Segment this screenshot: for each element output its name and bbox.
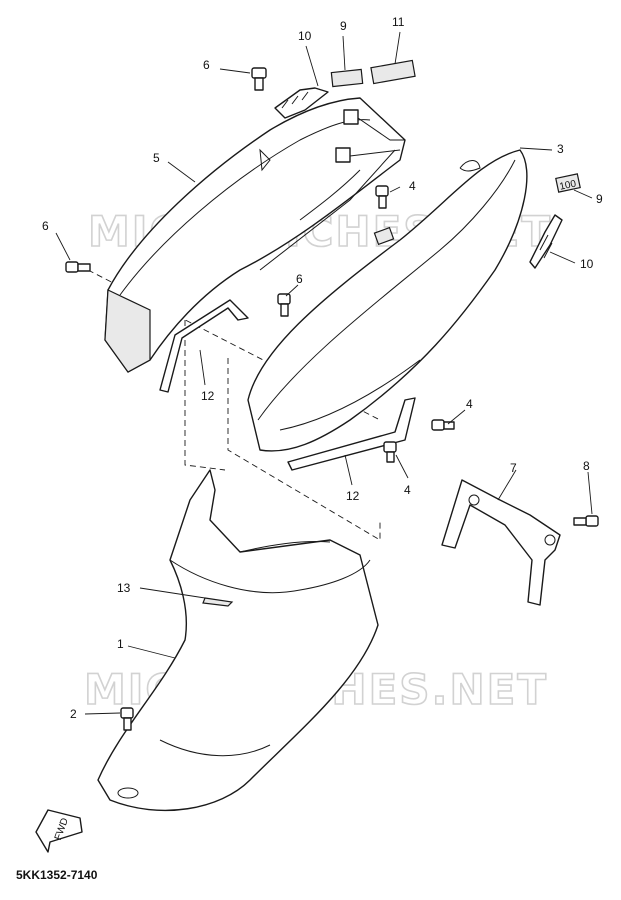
assembly-line-center [227,358,381,541]
callout-10-top: 10 [298,29,312,43]
part-11-label-top [370,59,416,85]
decal-text: 100 [559,178,578,192]
callout-4-right: 4 [466,397,473,411]
callout-4-top: 4 [409,179,416,193]
part-7-bracket [441,479,561,606]
callout-2: 2 [70,707,77,721]
screw-4-bottom [383,441,397,463]
callout-13: 13 [117,581,131,595]
callout-8: 8 [583,459,590,473]
callout-9-top: 9 [340,19,347,33]
part-9-decal-right: 100 [555,173,581,193]
callout-3: 3 [557,142,564,156]
assembly-line-left [184,300,226,471]
screw-6-center [277,293,291,317]
part-10-emblem-right [529,214,563,269]
callout-1: 1 [117,637,124,651]
callout-11-top: 11 [392,15,405,29]
fwd-arrow-icon: FWD [35,809,83,853]
callout-10-right: 10 [580,257,594,271]
part-12-stay-left [159,299,249,393]
screw-2 [120,707,134,731]
callout-12-right: 12 [346,489,360,503]
part-code: 5KK1352-7140 [16,868,98,882]
part-3-side-cover-right [247,149,528,452]
callout-12-left: 12 [201,389,215,403]
screw-6-left [65,261,91,273]
callout-9-right: 9 [596,192,603,206]
callout-6-center: 6 [296,272,303,286]
callout-6-top: 6 [203,58,210,72]
screw-8 [573,515,599,527]
callout-5: 5 [153,151,160,165]
callout-4-bottom: 4 [404,483,411,497]
callout-6-left: 6 [42,219,49,233]
callout-7: 7 [510,461,517,475]
part-1-lower-cover [97,469,379,812]
part-10-emblem-top [274,87,329,119]
screw-4-top [373,185,395,246]
screw-6-top [251,67,267,91]
part-9-label-top [330,68,364,88]
part-5-side-cover-left [104,97,406,373]
clip-part-5 [335,109,405,163]
screw-4-right [431,419,455,431]
part-12-stay-right [287,397,416,471]
